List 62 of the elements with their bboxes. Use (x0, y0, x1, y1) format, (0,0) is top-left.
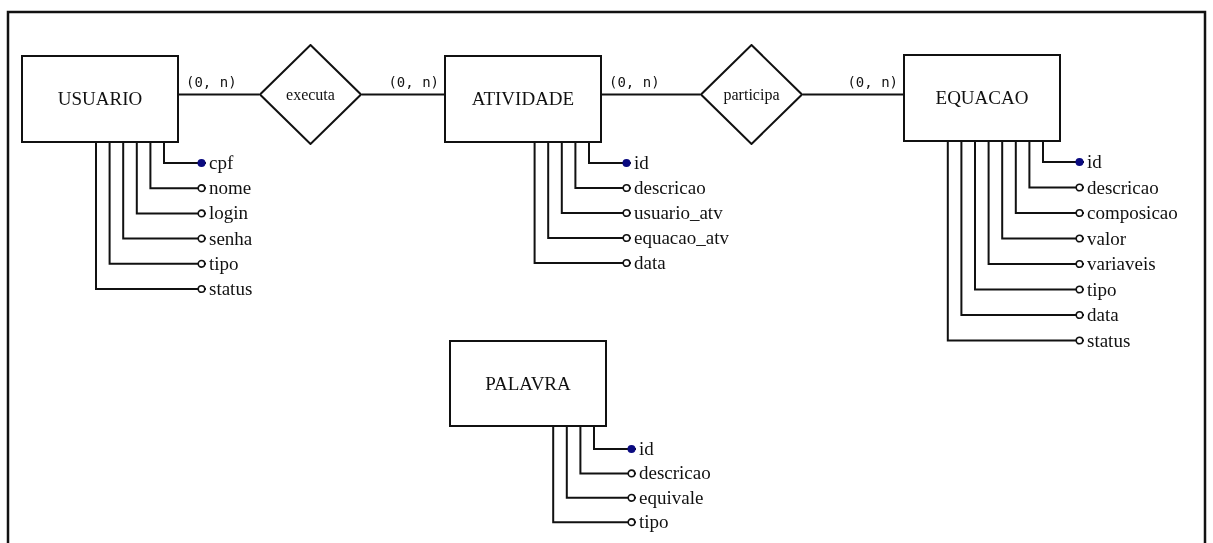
attribute-connector (1001, 141, 1085, 243)
key-attribute-name: id (1084, 151, 1102, 173)
attribute-connector (560, 142, 632, 218)
attribute-connector (533, 142, 632, 268)
key-attribute-name: id (631, 152, 649, 174)
attribute-connector (135, 142, 207, 218)
attribute-name: descricao (636, 462, 711, 485)
attribute-connector (1042, 141, 1085, 166)
attribute-connector (163, 142, 207, 167)
entity-box (903, 54, 1061, 142)
attribute-name: descricao (631, 177, 706, 199)
entity-box (444, 55, 602, 143)
attribute-connector (565, 426, 637, 502)
relationship-name: participa (723, 85, 780, 104)
attribute-name: status (206, 278, 253, 300)
attribute-name: tipo (636, 511, 669, 534)
attribute-name: data (1084, 304, 1119, 326)
attribute-name: composicao (1084, 202, 1178, 224)
entity-name: USUARIO (57, 88, 143, 110)
attribute-connector (108, 142, 207, 268)
relationship-diamond (700, 44, 803, 145)
relationship-diamond (259, 44, 362, 145)
relationship-name: executa (286, 85, 335, 104)
attribute-connector (95, 142, 207, 294)
attribute-connector (579, 426, 637, 478)
attribute-connector (974, 141, 1085, 294)
attribute-connector (960, 141, 1085, 320)
relationship-line (361, 93, 445, 96)
relationship-line (601, 93, 701, 96)
attribute-name: senha (206, 227, 253, 250)
attribute-connector (588, 142, 632, 167)
attribute-connector (987, 141, 1085, 269)
attribute-connector (946, 141, 1085, 345)
attribute-name: login (206, 202, 249, 225)
attribute-name: valor (1084, 227, 1127, 250)
entity-name: EQUACAO (935, 87, 1029, 109)
attribute-connector (1014, 141, 1085, 218)
key-attribute-name: id (636, 438, 654, 460)
relationship-line (802, 93, 904, 96)
attribute-connector (547, 142, 632, 243)
attribute-connector (1028, 141, 1085, 192)
attribute-connector (122, 142, 207, 243)
attribute-name: usuario_atv (631, 202, 723, 224)
attribute-name: equacao_atv (631, 227, 729, 249)
attribute-name: descricao (1084, 176, 1159, 199)
attribute-connector (552, 426, 637, 527)
attribute-name: status (1084, 329, 1131, 352)
entity-box (449, 340, 607, 427)
attribute-name: nome (206, 177, 252, 200)
attribute-name: data (631, 252, 666, 274)
entity-box (21, 55, 179, 143)
attribute-name: tipo (1084, 278, 1117, 301)
attribute-name: equivale (636, 486, 704, 509)
entity-name: ATIVIDADE (471, 88, 575, 110)
attribute-connector (149, 142, 207, 193)
entity-name: PALAVRA (485, 372, 571, 395)
key-attribute-name: cpf (206, 152, 234, 174)
relationship-line (178, 93, 260, 96)
attribute-connector (593, 426, 637, 453)
attribute-name: tipo (206, 252, 239, 275)
attribute-name: variaveis (1084, 253, 1156, 275)
attribute-connector (574, 142, 632, 193)
